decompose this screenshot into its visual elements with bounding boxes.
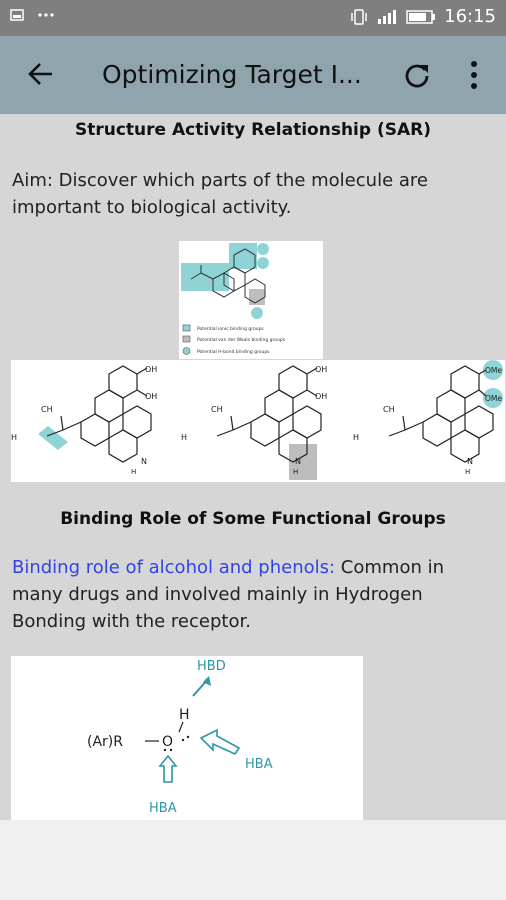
battery-icon [406,9,436,24]
vibrate-icon [351,8,367,25]
svg-text:CH: CH [383,405,395,414]
svg-text:OMe: OMe [485,366,502,375]
binding-text: Common in many drugs and involved mainly… [12,557,445,632]
svg-text:H: H [465,468,470,476]
svg-text:H: H [11,433,17,442]
sar-legend-figure: Potential ionic binding groups Potential… [179,241,323,359]
svg-text:O: O [162,734,173,750]
svg-text:CH: CH [211,405,223,414]
svg-text:H: H [179,707,190,723]
legend-hbond: Potential H-bond binding groups [197,349,270,355]
app-bar: Optimizing Target I... [0,36,506,114]
hbd-label: HBD [197,659,226,674]
binding-heading: Binding Role of Some Functional Groups [60,509,446,529]
svg-text:N: N [295,457,301,466]
hba-bottom-label: HBA [149,801,177,816]
svg-text:OMe: OMe [485,394,502,403]
molecule-strip: OH OH CH H N H [11,360,505,482]
binding-paragraph: Binding role of alcohol and phenols: Com… [12,554,496,635]
molecule-2: OH OH CH H N H [181,365,327,480]
signal-icon [378,9,397,24]
image-icon [10,9,24,21]
svg-text:OH: OH [145,392,157,401]
binding-link[interactable]: Binding role of alcohol and phenols: [12,557,336,578]
svg-text:H: H [131,468,136,476]
bottom-blank-area [0,820,506,900]
ar-r-label: (Ar)R [87,734,123,750]
legend-ionic: Potential ionic binding groups [197,326,264,332]
molecule-3: OMe OMe CH H N H [353,360,503,476]
content-area[interactable]: Structure Activity Relationship (SAR) Ai… [0,114,506,820]
status-time: 16:15 [444,6,496,27]
hba-right-label: HBA [245,757,273,772]
svg-text:N: N [467,457,473,466]
svg-text:CH: CH [41,405,53,414]
aim-text: Aim: Discover which parts of the molecul… [12,170,428,218]
more-vert-icon[interactable] [468,60,480,90]
legend-vdw: Potential van der Waals binding groups [197,337,286,343]
svg-text:H: H [181,433,187,442]
svg-text:OH: OH [145,365,157,374]
page-title: Optimizing Target I... [102,60,362,89]
svg-text:H: H [353,433,359,442]
refresh-icon[interactable] [404,62,430,88]
svg-text:H: H [293,468,298,476]
svg-text:OH: OH [315,392,327,401]
molecule-1: OH OH CH H N H [11,365,157,476]
svg-text:OH: OH [315,365,327,374]
svg-text:N: N [141,457,147,466]
status-bar: 16:15 [0,0,506,36]
more-dots-icon [38,13,54,17]
alcohol-binding-diagram: HBD H (Ar)R O HBA HBA [11,656,363,820]
sar-heading: Structure Activity Relationship (SAR) [74,120,432,140]
arrow-left-icon[interactable] [26,59,56,89]
